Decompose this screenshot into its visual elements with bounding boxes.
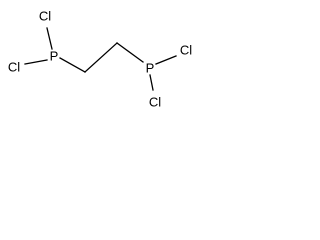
bond-p-left-ch2 bbox=[59, 57, 86, 73]
bond-ch2-p-right bbox=[116, 42, 144, 63]
bond-p-left-cl-left bbox=[24, 59, 48, 65]
atom-cl-top-right: Cl bbox=[180, 43, 192, 58]
structure-diagram: Cl Cl P P Cl Cl bbox=[8, 9, 192, 110]
atom-p-left: P bbox=[50, 49, 59, 64]
atom-p-right: P bbox=[146, 61, 155, 76]
bond-p-left-cl-top bbox=[46, 27, 53, 50]
atom-cl-top-left: Cl bbox=[39, 9, 51, 24]
bond-p-right-cl-right bbox=[155, 55, 177, 65]
atom-cl-bottom-right: Cl bbox=[149, 95, 161, 110]
bond-ch2-ch2 bbox=[84, 42, 118, 73]
bond-p-right-cl-bottom bbox=[149, 74, 154, 91]
atom-cl-mid-left: Cl bbox=[8, 60, 20, 75]
